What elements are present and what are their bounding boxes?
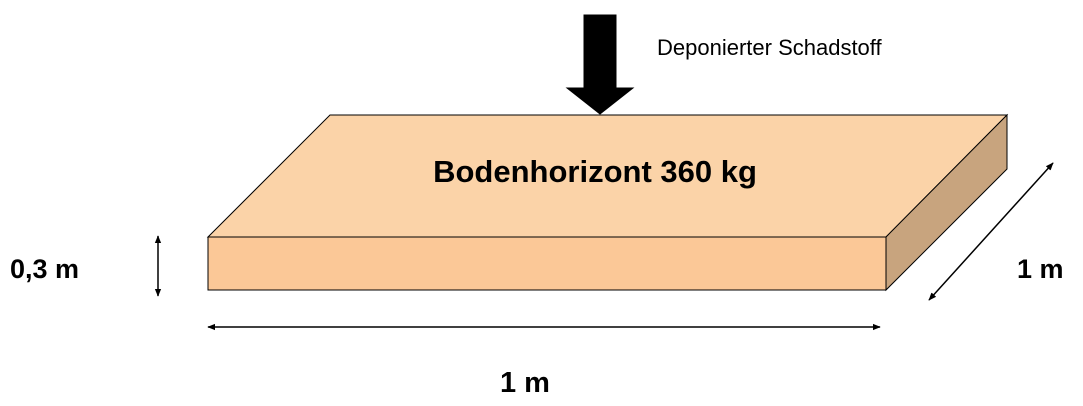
depth-label: 1 m	[1017, 254, 1064, 284]
height-label: 0,3 m	[10, 254, 79, 284]
deposit-arrow	[565, 14, 635, 115]
depth-dimension-arrow	[928, 162, 1054, 301]
deposit-label: Deponierter Schadstoff	[657, 35, 883, 60]
slab-label: Bodenhorizont 360 kg	[433, 154, 757, 189]
slab-front-face	[207, 236, 887, 291]
width-label: 1 m	[500, 367, 550, 399]
